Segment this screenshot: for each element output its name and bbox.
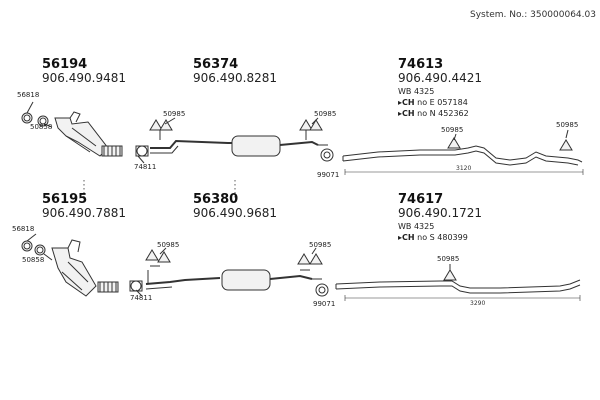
label-99071-bottom: 99071 <box>313 300 336 308</box>
label-50985-top-4: 50985 <box>556 121 579 129</box>
system-number: System. No.: 350000064.03 <box>470 10 596 20</box>
label-50985-bottom-2: 50985 <box>309 241 332 249</box>
measure-3290: 3290 <box>470 300 486 307</box>
wb-74613: WB 4325 <box>398 87 435 96</box>
clamp-74811-top <box>135 145 149 157</box>
part-number-74617: 74617 <box>398 192 444 207</box>
wb-74617: WB 4325 <box>398 222 435 231</box>
catalytic-converter-bottom <box>21 239 119 297</box>
oem-number-56194: 906.490.9481 <box>42 71 126 85</box>
part-number-56380: 56380 <box>193 192 239 207</box>
oem-number-56380: 906.490.9681 <box>193 206 277 220</box>
oem-number-56374: 906.490.8281 <box>193 71 277 85</box>
clamp-74811-bottom <box>129 280 143 292</box>
label-50985-bottom-3: 50985 <box>437 255 460 263</box>
label-50985-bottom-1: 50985 <box>157 241 180 249</box>
ch-approval-1-74617: ▸CH no S 480399 <box>398 233 468 242</box>
oem-number-74613: 906.490.4421 <box>398 71 482 85</box>
label-74811-top: 74811 <box>134 163 157 171</box>
oem-number-56195: 906.490.7881 <box>42 206 126 220</box>
label-56818-top: 56818 <box>17 91 40 99</box>
part-number-56374: 56374 <box>193 57 239 72</box>
arrow-icon: ▸ <box>398 98 403 107</box>
arrow-icon: ▸ <box>398 233 403 242</box>
label-50858-bottom: 50858 <box>22 256 45 264</box>
part-number-56194: 56194 <box>42 57 88 72</box>
tail-pipe-bottom <box>335 269 581 301</box>
middle-silencer-top <box>150 135 334 162</box>
hanger-rubber-bottom-1 <box>145 249 171 267</box>
label-50985-top-1: 50985 <box>163 110 186 118</box>
catalytic-converter-top <box>21 111 123 157</box>
ch-approval-2-74613: ▸CH no N 452362 <box>398 109 469 118</box>
oem-number-74617: 906.490.1721 <box>398 206 482 220</box>
hanger-rubber-bottom-2 <box>297 253 323 271</box>
middle-silencer-bottom <box>145 269 329 297</box>
part-number-74613: 74613 <box>398 57 444 72</box>
label-99071-top: 99071 <box>317 171 340 179</box>
hanger-rubber-top-1 <box>149 119 173 140</box>
label-74811-bottom: 74811 <box>130 294 153 302</box>
label-50985-top-2: 50985 <box>314 110 337 118</box>
hanger-rubber-top-2 <box>299 119 323 140</box>
measure-3120: 3120 <box>456 165 472 172</box>
label-50858-top: 50858 <box>30 123 53 131</box>
part-number-56195: 56195 <box>42 192 88 207</box>
tail-pipe-top <box>342 137 584 175</box>
arrow-icon: ▸ <box>398 109 403 118</box>
label-50985-top-3: 50985 <box>441 126 464 134</box>
ch-approval-1-74613: ▸CH no E 057184 <box>398 98 468 107</box>
label-56818-bottom: 56818 <box>12 225 35 233</box>
